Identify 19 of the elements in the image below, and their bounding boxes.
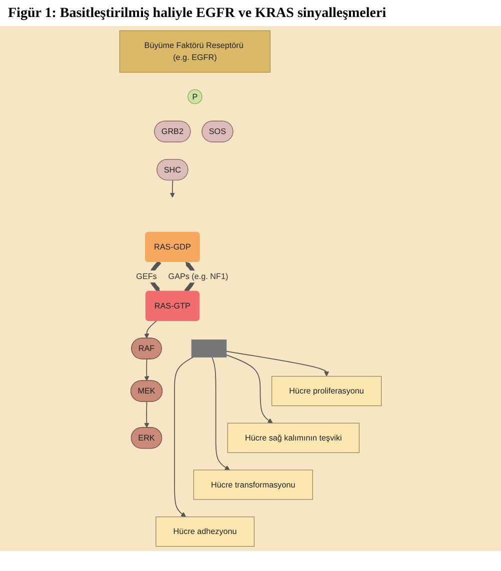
node-box: Hücre proliferasyonu [272,376,382,406]
arrow [148,260,162,292]
arrow [144,320,157,339]
arrow [226,350,330,376]
node-bar [191,340,227,358]
node-box: Hücre sağ kalımının teşviki [227,422,360,453]
edge-label: GEFs [136,272,157,281]
node-box: Büyüme Faktörü Reseptörü (e.g. EGFR) [119,30,270,73]
edge-label: GAPs (e.g. NF1) [168,272,228,281]
node-box: Hücre transformasyonu [193,470,313,500]
arrow [144,401,150,428]
node-box: Hücre adhezyonu [156,516,254,547]
node-circle: P [188,89,202,104]
arrow [144,358,150,382]
arrow [170,180,175,198]
arrow [212,356,230,470]
figure-title: Figür 1: Basitleştirilmiş haliyle EGFR ve KRAS sinyalleşmeleri [8,6,388,22]
arrow [174,356,194,518]
arrow [226,354,273,424]
